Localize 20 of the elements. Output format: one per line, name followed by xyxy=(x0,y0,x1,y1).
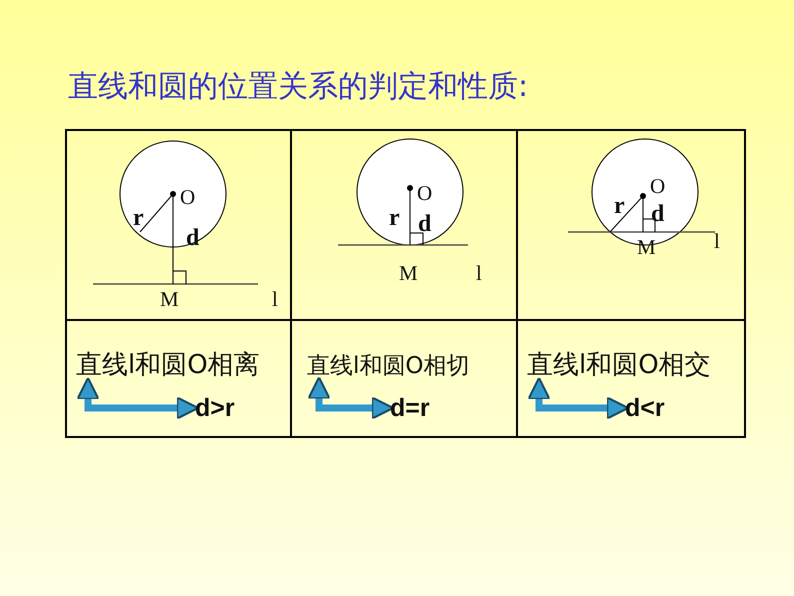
center-label: O xyxy=(650,176,666,197)
foot-label: M xyxy=(399,263,418,284)
condition-text: d<r xyxy=(625,393,665,423)
foot-label: M xyxy=(160,289,179,310)
title: 直线和圆的位置关系的判定和性质: xyxy=(68,68,528,106)
line-label: l xyxy=(714,231,720,252)
radius-label: r xyxy=(389,206,400,230)
relation-text: 直线l和圆O相交 xyxy=(527,350,711,382)
center-label: O xyxy=(417,183,432,204)
line-label: l xyxy=(476,263,482,284)
distance-label: d xyxy=(418,212,432,236)
radius-label: r xyxy=(133,206,144,230)
radius-label: r xyxy=(614,194,625,218)
line-label: l xyxy=(272,289,278,310)
condition-text: d>r xyxy=(195,393,235,423)
condition-text: d=r xyxy=(390,393,430,423)
relation-text: 直线l和圆O相离 xyxy=(76,350,260,382)
center-label: O xyxy=(180,187,196,208)
distance-label: d xyxy=(651,202,664,226)
relation-text: 直线l和圆O相切 xyxy=(307,353,470,381)
